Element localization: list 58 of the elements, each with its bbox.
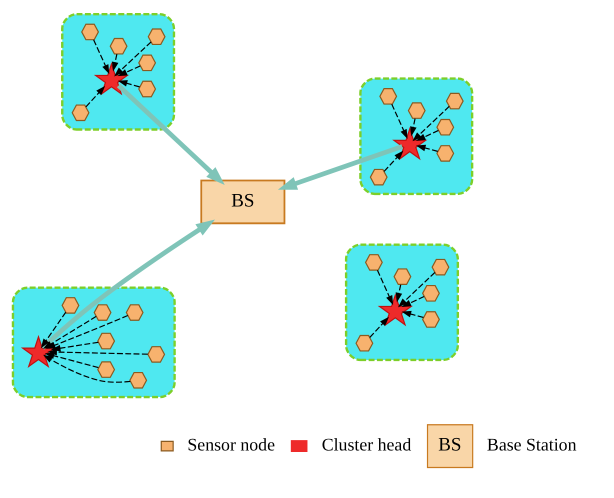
node-hexagon — [97, 360, 116, 378]
arrow — [112, 54, 118, 71]
node-hexagon — [138, 54, 156, 71]
node-hexagon — [446, 92, 464, 109]
arrow — [391, 103, 408, 138]
arrow — [43, 354, 130, 382]
legend-label: Sensor node — [187, 434, 275, 454]
node-hexagon — [110, 37, 128, 54]
node-hexagon — [148, 28, 166, 45]
arrow — [50, 341, 98, 352]
node-hexagon — [436, 144, 454, 162]
arrow — [118, 80, 140, 87]
node-box: BS — [200, 179, 286, 224]
node-hexagon — [61, 296, 80, 314]
arrow — [402, 310, 424, 318]
node-hexagon — [126, 304, 144, 320]
node-hexagon — [81, 23, 100, 40]
arrow — [116, 83, 225, 184]
arrow — [396, 284, 402, 302]
cluster — [12, 286, 176, 398]
cluster — [61, 12, 176, 130]
legend-label: Base Station — [486, 434, 576, 454]
arrow — [410, 118, 417, 136]
arrow — [412, 105, 450, 141]
node-hexagon — [370, 168, 388, 185]
node-hexagon — [138, 80, 156, 97]
arrow — [369, 316, 390, 338]
node-hexagon — [129, 371, 148, 388]
legend-label: Cluster head — [322, 434, 412, 454]
label: BS — [438, 434, 462, 456]
node-hexagon — [72, 104, 90, 121]
arrow — [398, 271, 436, 307]
arrow — [416, 144, 438, 152]
node-hexagon — [97, 332, 116, 349]
arrow — [376, 270, 394, 305]
node-hexagon — [94, 304, 112, 320]
node-hexagon — [355, 334, 374, 352]
node-hexagon — [393, 268, 412, 284]
arrow — [118, 64, 140, 76]
arrow — [278, 144, 403, 190]
arrow — [93, 38, 110, 74]
arrow — [114, 40, 152, 76]
node-hexagon — [364, 254, 383, 270]
node-hexagon — [147, 346, 166, 362]
arrow — [402, 295, 424, 307]
cluster — [344, 242, 460, 361]
arrow — [47, 348, 148, 355]
node-hexagon — [431, 258, 450, 275]
node-hexagon — [379, 88, 398, 104]
cluster — [359, 76, 474, 195]
node-hexagon — [422, 284, 440, 302]
arrow — [44, 352, 99, 368]
arrow — [416, 129, 439, 140]
node-hexagon — [408, 102, 426, 118]
arrow — [384, 150, 404, 172]
node-hexagon — [436, 118, 454, 136]
node-hexagon — [422, 310, 440, 328]
arrow — [86, 85, 106, 107]
